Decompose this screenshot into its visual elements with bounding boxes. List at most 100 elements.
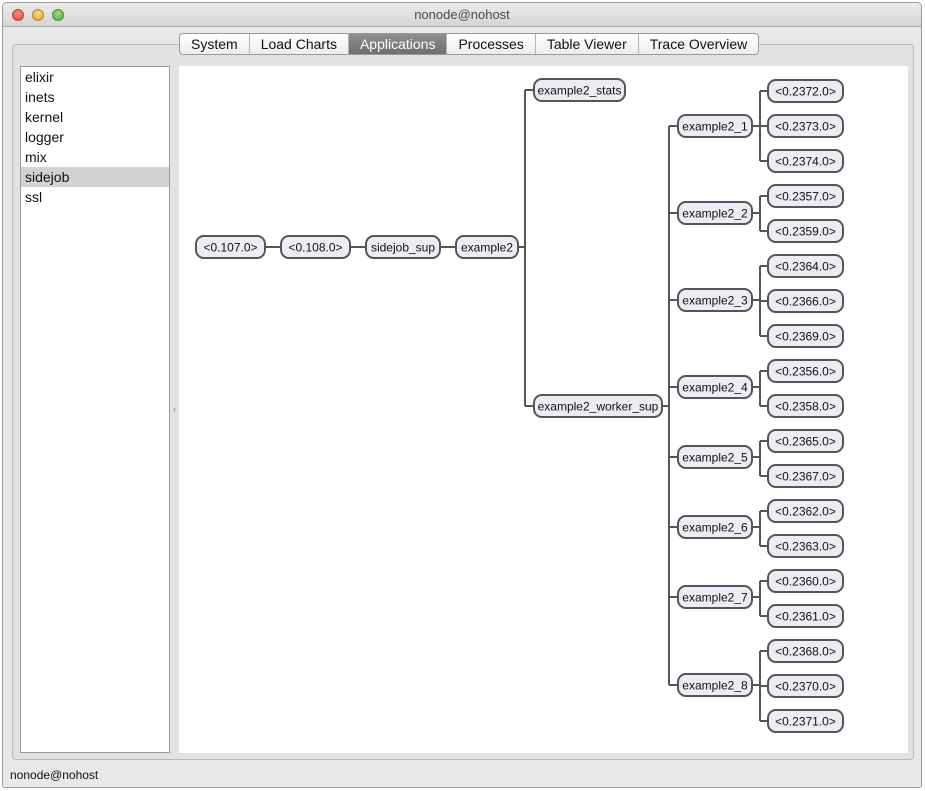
tree-node-worker-process[interactable]: <0.2367.0>: [767, 464, 844, 488]
tree-node-label: <0.2362.0>: [775, 505, 836, 519]
tree-node-label: example2_worker_sup: [538, 400, 659, 414]
close-window-icon[interactable]: [12, 9, 24, 21]
tab-trace-overview[interactable]: Trace Overview: [649, 36, 748, 52]
tree-node-example2-7[interactable]: example2_7: [677, 585, 753, 609]
tree-node-label: example2_7: [682, 591, 748, 605]
tree-node-worker-process[interactable]: <0.2362.0>: [767, 499, 844, 523]
tree-node-box: [767, 324, 844, 348]
tree-node-label: <0.108.0>: [288, 241, 342, 255]
tree-node-label: <0.2369.0>: [775, 330, 836, 344]
tree-node-example2-worker-sup[interactable]: example2_worker_sup: [533, 394, 663, 418]
tree-node-label: example2_1: [682, 120, 748, 134]
tree-node-label: <0.2365.0>: [775, 435, 836, 449]
tree-node-worker-process[interactable]: <0.2358.0>: [767, 394, 844, 418]
tree-node-label: <0.2374.0>: [775, 155, 836, 169]
tree-node-box: [767, 149, 844, 173]
tree-node-label: <0.2372.0>: [775, 85, 836, 99]
tab-applications[interactable]: Applications: [348, 34, 448, 54]
tree-node-example2-4[interactable]: example2_4: [677, 375, 753, 399]
tree-node-box: [533, 78, 626, 102]
tab-system[interactable]: System: [180, 34, 250, 54]
tree-node-root-process-1[interactable]: <0.108.0>: [280, 235, 351, 259]
tree-node-label: <0.2357.0>: [775, 190, 836, 204]
zoom-window-icon[interactable]: [52, 9, 64, 21]
tree-node-label: <0.2360.0>: [775, 575, 836, 589]
tab-load-charts[interactable]: Load Charts: [250, 34, 349, 54]
tree-node-worker-process[interactable]: <0.2363.0>: [767, 534, 844, 558]
application-list[interactable]: elixir inets kernel logger mix sidejob ssl: [20, 66, 170, 753]
tab-table-viewer[interactable]: Table Viewer: [536, 34, 639, 54]
tree-node-box: [767, 429, 844, 453]
tree-node-worker-process[interactable]: <0.2372.0>: [767, 79, 844, 103]
supervision-tree-canvas: <0.107.0> <0.108.0> sidejob_sup example2 exa…: [179, 66, 908, 753]
tree-node-label: <0.2366.0>: [775, 295, 836, 309]
tree-node-worker-process[interactable]: <0.2371.0>: [767, 709, 844, 733]
tree-node-worker-process[interactable]: <0.2359.0>: [767, 219, 844, 243]
tree-node-root-process-0[interactable]: <0.107.0>: [195, 235, 266, 259]
tree-node-worker-process[interactable]: <0.2356.0>: [767, 359, 844, 383]
tree-node-label: <0.107.0>: [203, 241, 257, 255]
tree-node-example2-1[interactable]: example2_1: [677, 114, 753, 138]
status-text: nonode@nohost: [10, 768, 99, 782]
tree-node-worker-process[interactable]: <0.2370.0>: [767, 674, 844, 698]
tree-node-worker-process[interactable]: <0.2361.0>: [767, 604, 844, 628]
app-list-item-mix[interactable]: mix: [25, 149, 47, 165]
tree-node-box: [767, 569, 844, 593]
app-list-item-logger[interactable]: logger: [25, 129, 64, 145]
tree-node-example2-3[interactable]: example2_3: [677, 288, 753, 312]
tree-node-label: example2_6: [682, 521, 748, 535]
tree-node-label: <0.2359.0>: [775, 225, 836, 239]
title-bar: nonode@nohost: [3, 3, 921, 27]
tree-node-label: example2_stats: [537, 84, 621, 98]
window-title: nonode@nohost: [414, 7, 510, 22]
tree-node-sidejob-sup[interactable]: sidejob_sup: [365, 235, 441, 259]
app-list-item-kernel[interactable]: kernel: [25, 109, 64, 125]
tree-node-box: [767, 114, 844, 138]
tree-node-label: <0.2361.0>: [775, 610, 836, 624]
tree-node-example2[interactable]: example2: [455, 235, 519, 259]
tree-node-label: example2_2: [682, 207, 748, 221]
tree-node-box: [767, 79, 844, 103]
tree-node-example2-stats[interactable]: example2_stats: [533, 78, 626, 102]
tree-node-worker-process[interactable]: <0.2374.0>: [767, 149, 844, 173]
tree-node-worker-process[interactable]: <0.2366.0>: [767, 289, 844, 313]
tree-node-worker-process[interactable]: <0.2364.0>: [767, 254, 844, 278]
tree-node-worker-process[interactable]: <0.2357.0>: [767, 184, 844, 208]
tree-node-example2-5[interactable]: example2_5: [677, 445, 753, 469]
tree-node-worker-process[interactable]: <0.2369.0>: [767, 324, 844, 348]
tree-node-label: sidejob_sup: [371, 241, 435, 255]
tab-processes[interactable]: Processes: [447, 34, 536, 54]
tree-node-label: <0.2370.0>: [775, 680, 836, 694]
tree-node-label: <0.2356.0>: [775, 365, 836, 379]
tree-node-example2-2[interactable]: example2_2: [677, 201, 753, 225]
tree-node-box: [365, 235, 441, 259]
tree-node-label: example2_8: [682, 679, 748, 693]
tree-node-worker-process[interactable]: <0.2368.0>: [767, 639, 844, 663]
tree-node-box: [767, 184, 844, 208]
status-bar: nonode@nohost: [3, 763, 921, 787]
app-list-item-elixir[interactable]: elixir: [25, 69, 54, 85]
app-list-item-ssl[interactable]: ssl: [25, 189, 43, 205]
minimize-window-icon[interactable]: [32, 9, 44, 21]
tree-node-worker-process[interactable]: <0.2373.0>: [767, 114, 844, 138]
tree-node-box: [280, 235, 351, 259]
tree-node-worker-process[interactable]: <0.2360.0>: [767, 569, 844, 593]
app-list-item-inets[interactable]: inets: [25, 89, 55, 105]
tree-node-box: [767, 604, 844, 628]
tree-node-label: example2: [461, 241, 513, 255]
tree-node-label: example2_5: [682, 451, 748, 465]
app-list-item-sidejob[interactable]: sidejob: [21, 167, 169, 187]
tree-node-label: example2_4: [682, 381, 748, 395]
tree-node-label: <0.2371.0>: [775, 715, 836, 729]
tree-node-box: [767, 394, 844, 418]
tree-node-label: <0.2358.0>: [775, 400, 836, 414]
splitter-handle[interactable]: ‹: [173, 404, 176, 414]
tree-node-worker-process[interactable]: <0.2365.0>: [767, 429, 844, 453]
tree-node-box: [767, 254, 844, 278]
supervision-tree: <0.107.0> <0.108.0> sidejob_sup example2 exa…: [195, 78, 844, 733]
tree-node-example2-6[interactable]: example2_6: [677, 515, 753, 539]
tree-node-example2-8[interactable]: example2_8: [677, 673, 753, 697]
tree-node-label: <0.2373.0>: [775, 120, 836, 134]
